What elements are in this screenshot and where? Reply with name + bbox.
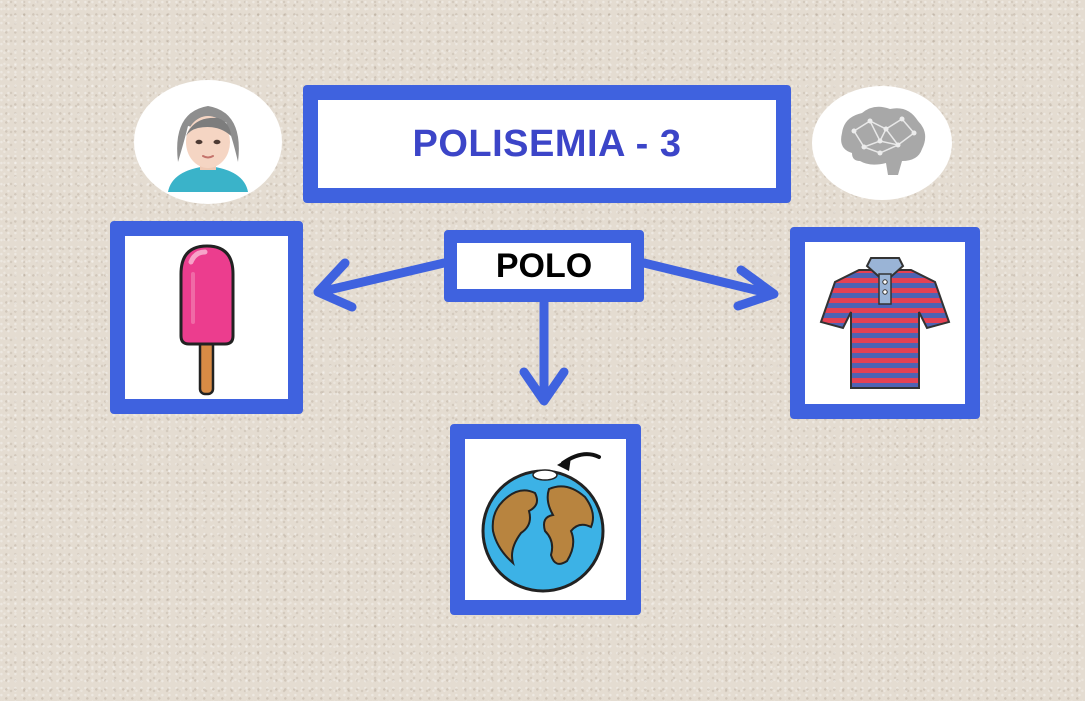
brain-avatar bbox=[812, 86, 952, 200]
woman-avatar-icon bbox=[168, 106, 248, 192]
popsicle-icon bbox=[179, 243, 234, 395]
arrow-to-popsicle bbox=[313, 258, 449, 312]
meaning-card-shirt bbox=[790, 227, 980, 419]
woman-avatar bbox=[134, 80, 282, 204]
brain-icon bbox=[841, 106, 926, 175]
polo-shirt-icon bbox=[819, 257, 951, 389]
globe-pole-icon bbox=[481, 451, 604, 592]
central-word: POLO bbox=[495, 246, 593, 285]
arrow-to-globe bbox=[519, 297, 569, 406]
word-box: POLO bbox=[444, 230, 644, 302]
meaning-card-popsicle bbox=[110, 221, 303, 414]
title-box: POLISEMIA - 3 bbox=[303, 85, 791, 203]
meaning-card-globe bbox=[450, 424, 641, 615]
page-title: POLISEMIA - 3 bbox=[412, 122, 682, 165]
arrow-to-shirt bbox=[639, 258, 779, 311]
